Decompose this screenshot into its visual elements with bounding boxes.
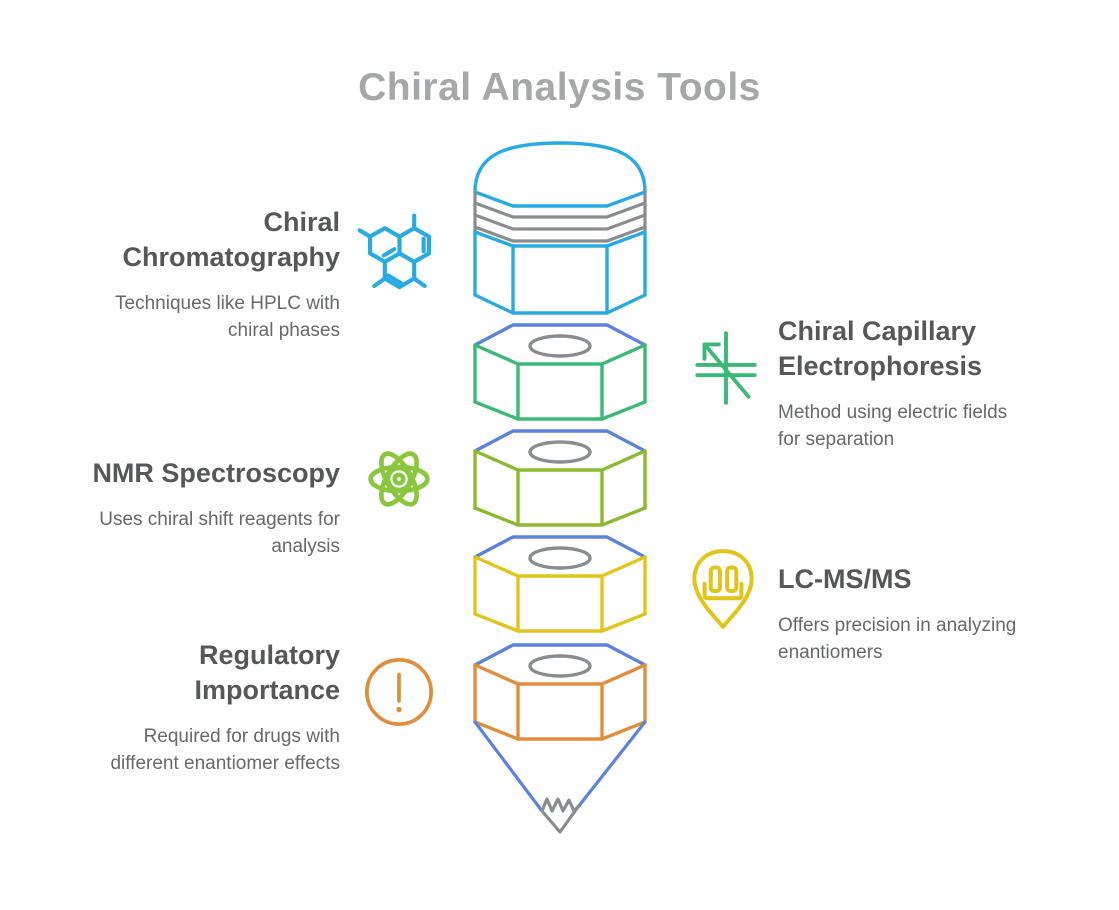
electrophoresis-arrow-icon [690,327,762,409]
pin-test-tubes-icon [684,545,762,635]
atom-icon [357,437,441,521]
pencil-lead-zigzag [540,797,580,834]
pencil-svg [473,141,647,834]
pencil-cap-body [473,230,647,315]
item-title: Regulatory Importance [194,640,340,706]
pencil-segment-olive [473,429,647,527]
item-title: Chiral Chromatography [122,207,340,273]
item-lc-ms-ms: LC-MS/MS Offers precision in analyzing e… [778,562,1108,667]
item-description: Method using electric fields for separat… [778,402,1008,451]
item-description: Required for drugs with different enanti… [110,726,340,775]
item-description: Techniques like HPLC with chiral phases [115,293,340,342]
pencil-segment-green [473,323,647,421]
item-description: Uses chiral shift reagents for analysis [99,509,340,558]
pencil-eraser-cap [473,141,647,208]
item-chiral-capillary-electrophoresis: Chiral Capillary Electrophoresis Method … [778,314,1108,454]
item-chiral-chromatography: Chiral Chromatography Techniques like HP… [30,205,340,345]
alert-circle-icon [362,655,436,729]
item-description: Offers precision in analyzing enantiomer… [778,615,1017,664]
item-title: LC-MS/MS [778,564,912,594]
item-title: Chiral Capillary Electrophoresis [778,316,983,382]
pencil-cone-tip [473,720,647,834]
item-regulatory-importance: Regulatory Importance Required for drugs… [30,638,340,778]
pencil-segment-yellow [473,535,647,633]
item-title: NMR Spectroscopy [92,458,340,488]
pencil-segment-orange [473,643,647,741]
pencil-diagram [440,135,680,850]
page-title: Chiral Analysis Tools [358,66,761,109]
item-nmr-spectroscopy: NMR Spectroscopy Uses chiral shift reage… [30,456,340,561]
molecule-icon [352,203,447,308]
pencil-ferrule [473,190,647,243]
